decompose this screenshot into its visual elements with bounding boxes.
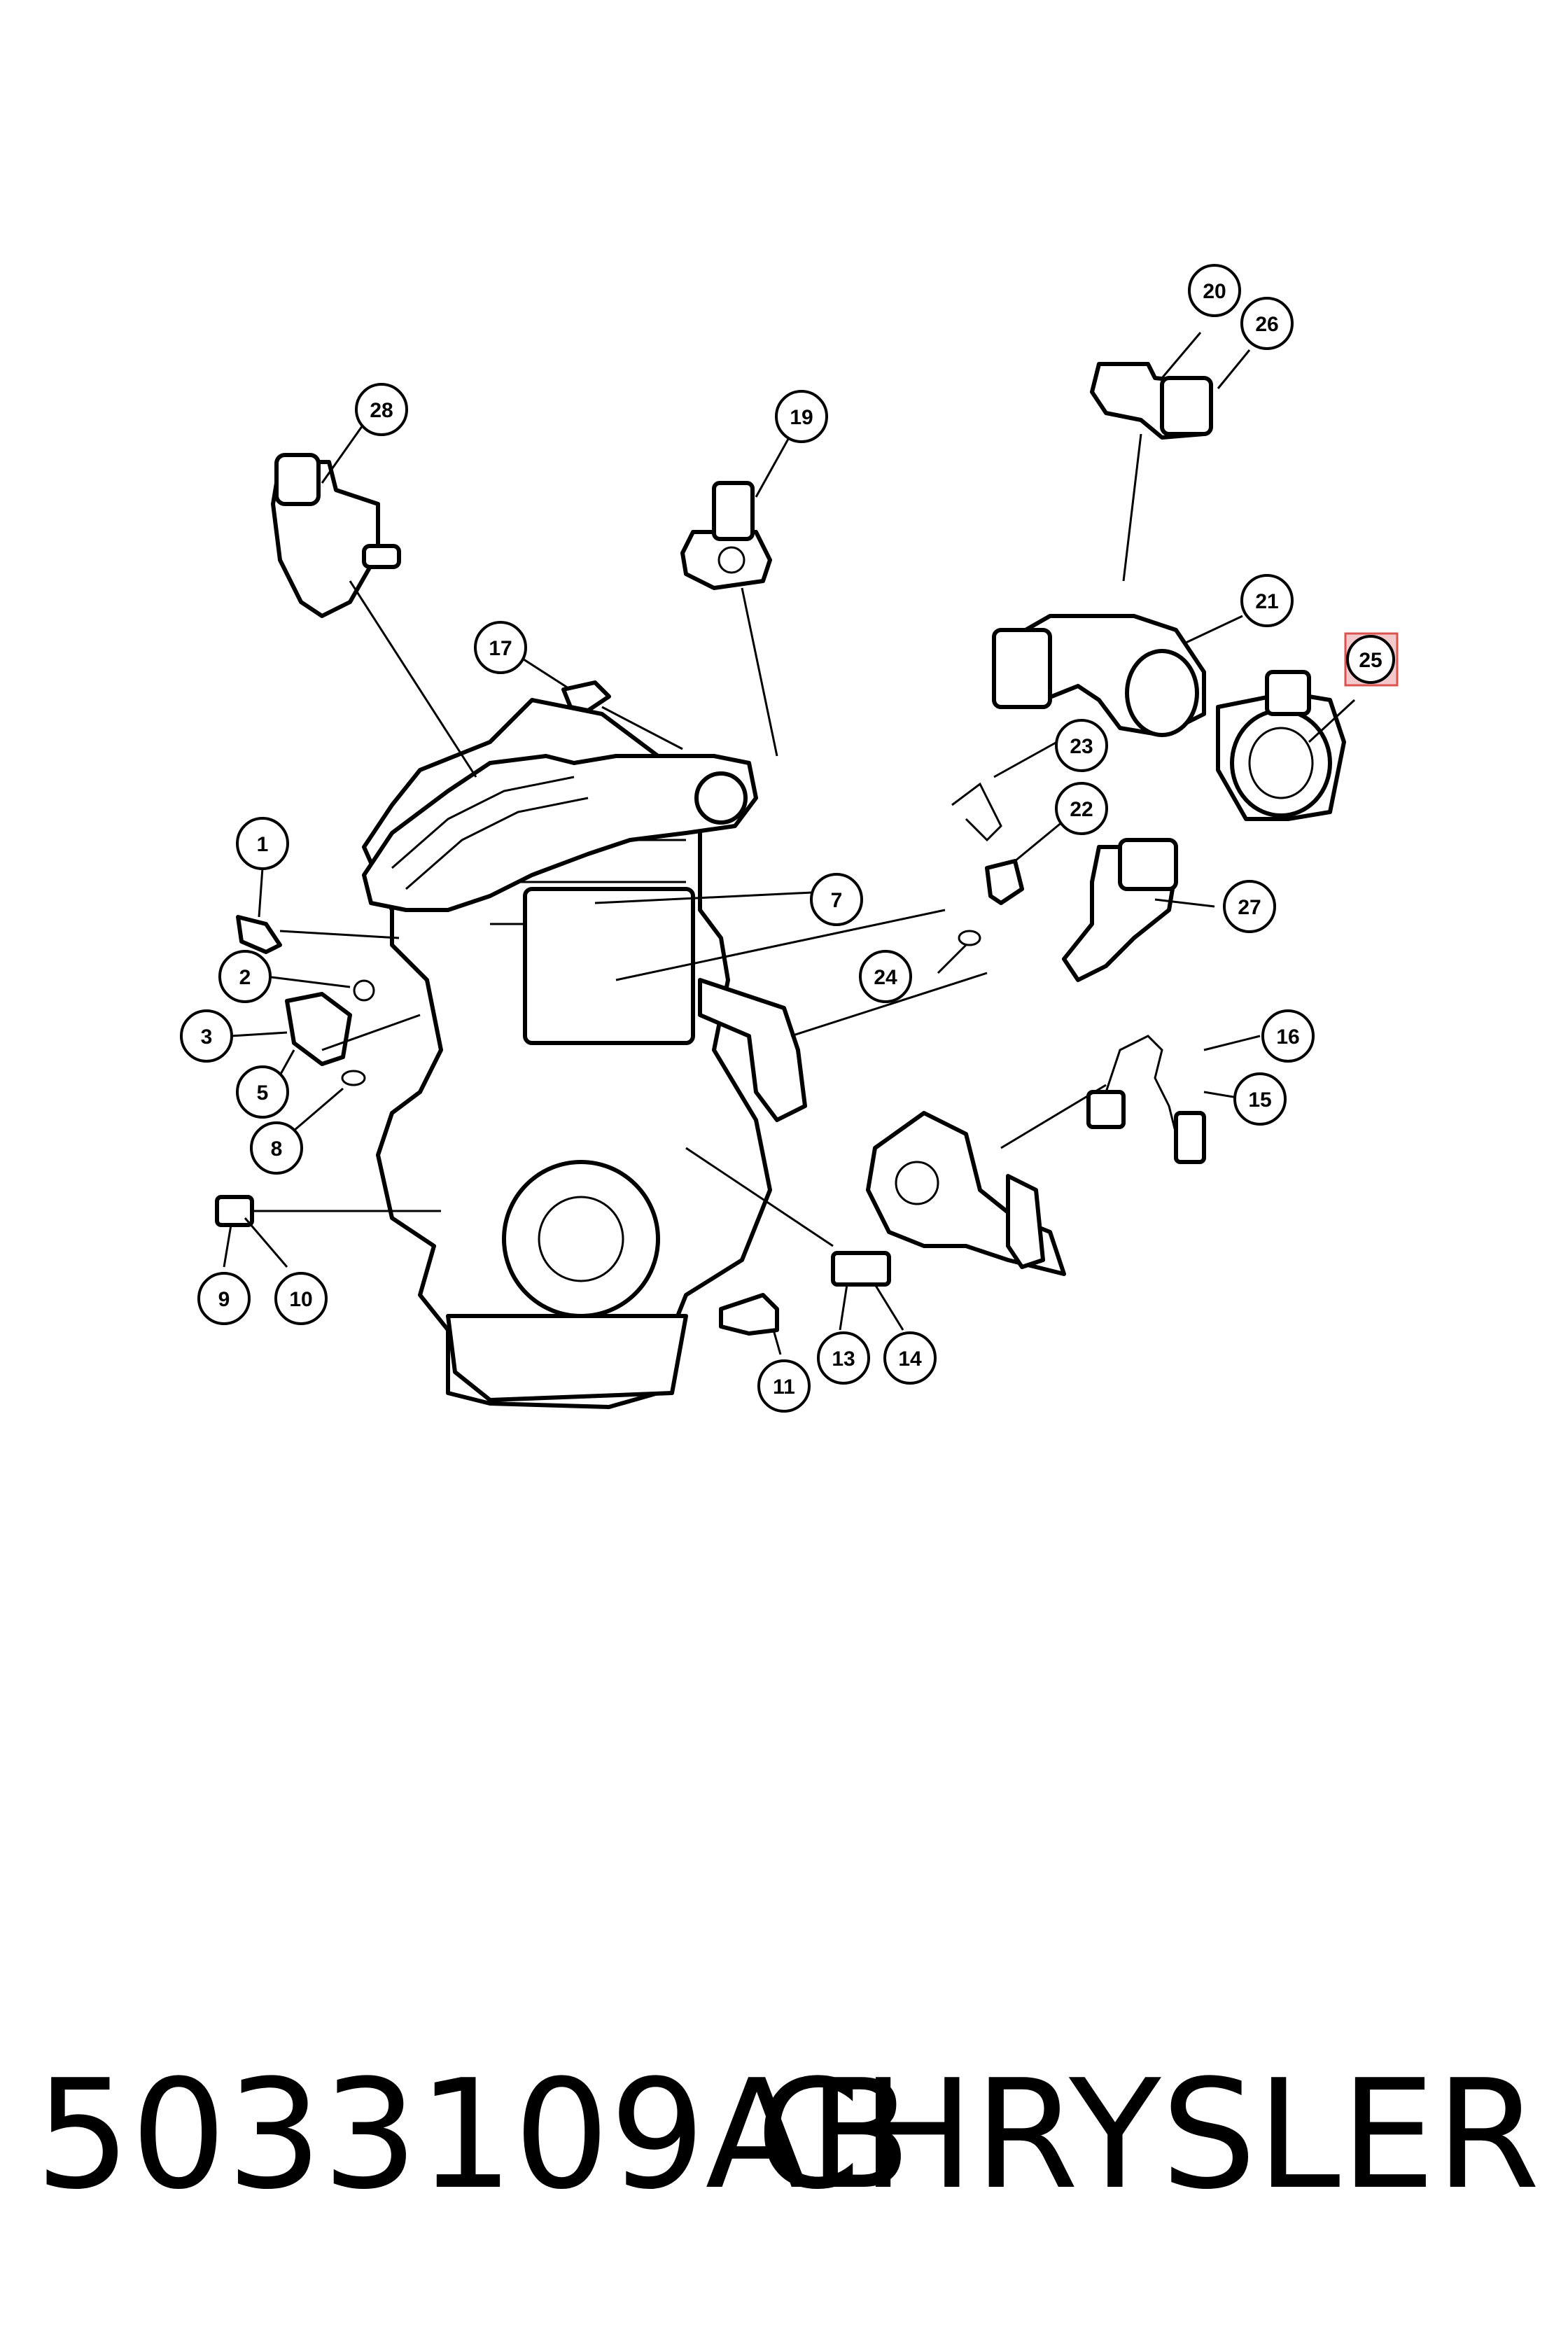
svg-text:17: 17 xyxy=(489,637,512,660)
mass-airflow-sensor-part-25 xyxy=(1216,670,1346,821)
svg-text:23: 23 xyxy=(1070,735,1093,758)
svg-text:20: 20 xyxy=(1203,280,1226,303)
callout-28: 28 xyxy=(355,383,408,436)
sensor-part-27 xyxy=(1062,838,1178,982)
sensor-part-22 xyxy=(985,859,1024,905)
callout-9: 9 xyxy=(197,1272,251,1325)
svg-text:11: 11 xyxy=(773,1376,795,1399)
sensor-part-11 xyxy=(719,1293,779,1336)
svg-text:26: 26 xyxy=(1255,313,1278,336)
intake-manifold xyxy=(362,754,758,912)
svg-text:15: 15 xyxy=(1248,1088,1271,1112)
clip-part-23 xyxy=(951,782,1002,842)
sensor-part-3 xyxy=(285,992,352,1066)
svg-text:1: 1 xyxy=(257,833,269,856)
svg-text:21: 21 xyxy=(1255,590,1278,613)
callout-19: 19 xyxy=(775,390,828,443)
callout-1: 1 xyxy=(236,817,289,870)
svg-text:22: 22 xyxy=(1070,798,1093,821)
svg-text:28: 28 xyxy=(370,399,393,422)
part-number: 5033109AB xyxy=(35,2047,912,2222)
svg-text:8: 8 xyxy=(271,1138,283,1161)
air-duct-part-21 xyxy=(992,614,1206,737)
callout-14: 14 xyxy=(883,1331,937,1385)
callout-26: 26 xyxy=(1240,297,1294,350)
brand-name: CHRYSLER xyxy=(755,2047,1540,2222)
sensor-part-20 xyxy=(1090,362,1213,440)
callout-21: 21 xyxy=(1240,574,1294,627)
parts-diagram: 1 2 3 5 7 8 9 10 11 13 14 15 16 17 19 20… xyxy=(180,264,1399,1413)
callout-8: 8 xyxy=(250,1121,303,1175)
callout-7: 7 xyxy=(810,873,863,926)
svg-text:3: 3 xyxy=(201,1026,213,1049)
sensor-part-1 xyxy=(236,915,282,954)
o-ring-part-8 xyxy=(341,1070,366,1086)
footer: 5033109AB CHRYSLER xyxy=(0,2030,1568,2240)
callout-10: 10 xyxy=(274,1272,328,1325)
washer-part-2 xyxy=(353,979,375,1002)
svg-text:13: 13 xyxy=(832,1348,855,1371)
callout-17: 17 xyxy=(474,621,527,674)
oxygen-sensor-part-16 xyxy=(1086,1035,1206,1164)
callout-15: 15 xyxy=(1233,1072,1287,1126)
svg-text:2: 2 xyxy=(239,966,251,989)
svg-text:24: 24 xyxy=(874,966,897,989)
callout-22: 22 xyxy=(1055,782,1108,835)
callout-3: 3 xyxy=(180,1009,233,1063)
callout-27: 27 xyxy=(1223,880,1276,933)
callout-24: 24 xyxy=(859,950,912,1003)
callout-25: 25 xyxy=(1344,632,1399,687)
sensor-part-17 xyxy=(561,680,611,713)
svg-text:14: 14 xyxy=(898,1348,922,1371)
svg-text:27: 27 xyxy=(1238,896,1261,919)
svg-text:10: 10 xyxy=(289,1288,312,1311)
callout-11: 11 xyxy=(757,1359,811,1413)
svg-text:16: 16 xyxy=(1276,1026,1299,1049)
map-sensor-part-28 xyxy=(271,453,401,618)
callout-5: 5 xyxy=(236,1065,289,1119)
callout-13: 13 xyxy=(817,1331,870,1385)
svg-text:5: 5 xyxy=(257,1082,269,1105)
callout-2: 2 xyxy=(218,950,272,1003)
callout-16: 16 xyxy=(1261,1009,1315,1063)
exhaust-manifold xyxy=(698,978,1066,1276)
callouts: 1 2 3 5 7 8 9 10 11 13 14 15 16 17 19 20… xyxy=(180,264,1399,1413)
leader-lines xyxy=(223,332,1356,1355)
throttle-position-sensor-part-19 xyxy=(680,481,772,590)
svg-text:25: 25 xyxy=(1359,649,1382,672)
sensor-part-13 xyxy=(831,1251,891,1287)
callout-20: 20 xyxy=(1188,264,1241,317)
o-ring-part-24 xyxy=(958,930,981,946)
svg-text:19: 19 xyxy=(790,406,813,429)
callout-23: 23 xyxy=(1055,719,1108,772)
svg-text:7: 7 xyxy=(831,889,843,912)
svg-text:9: 9 xyxy=(218,1288,230,1311)
